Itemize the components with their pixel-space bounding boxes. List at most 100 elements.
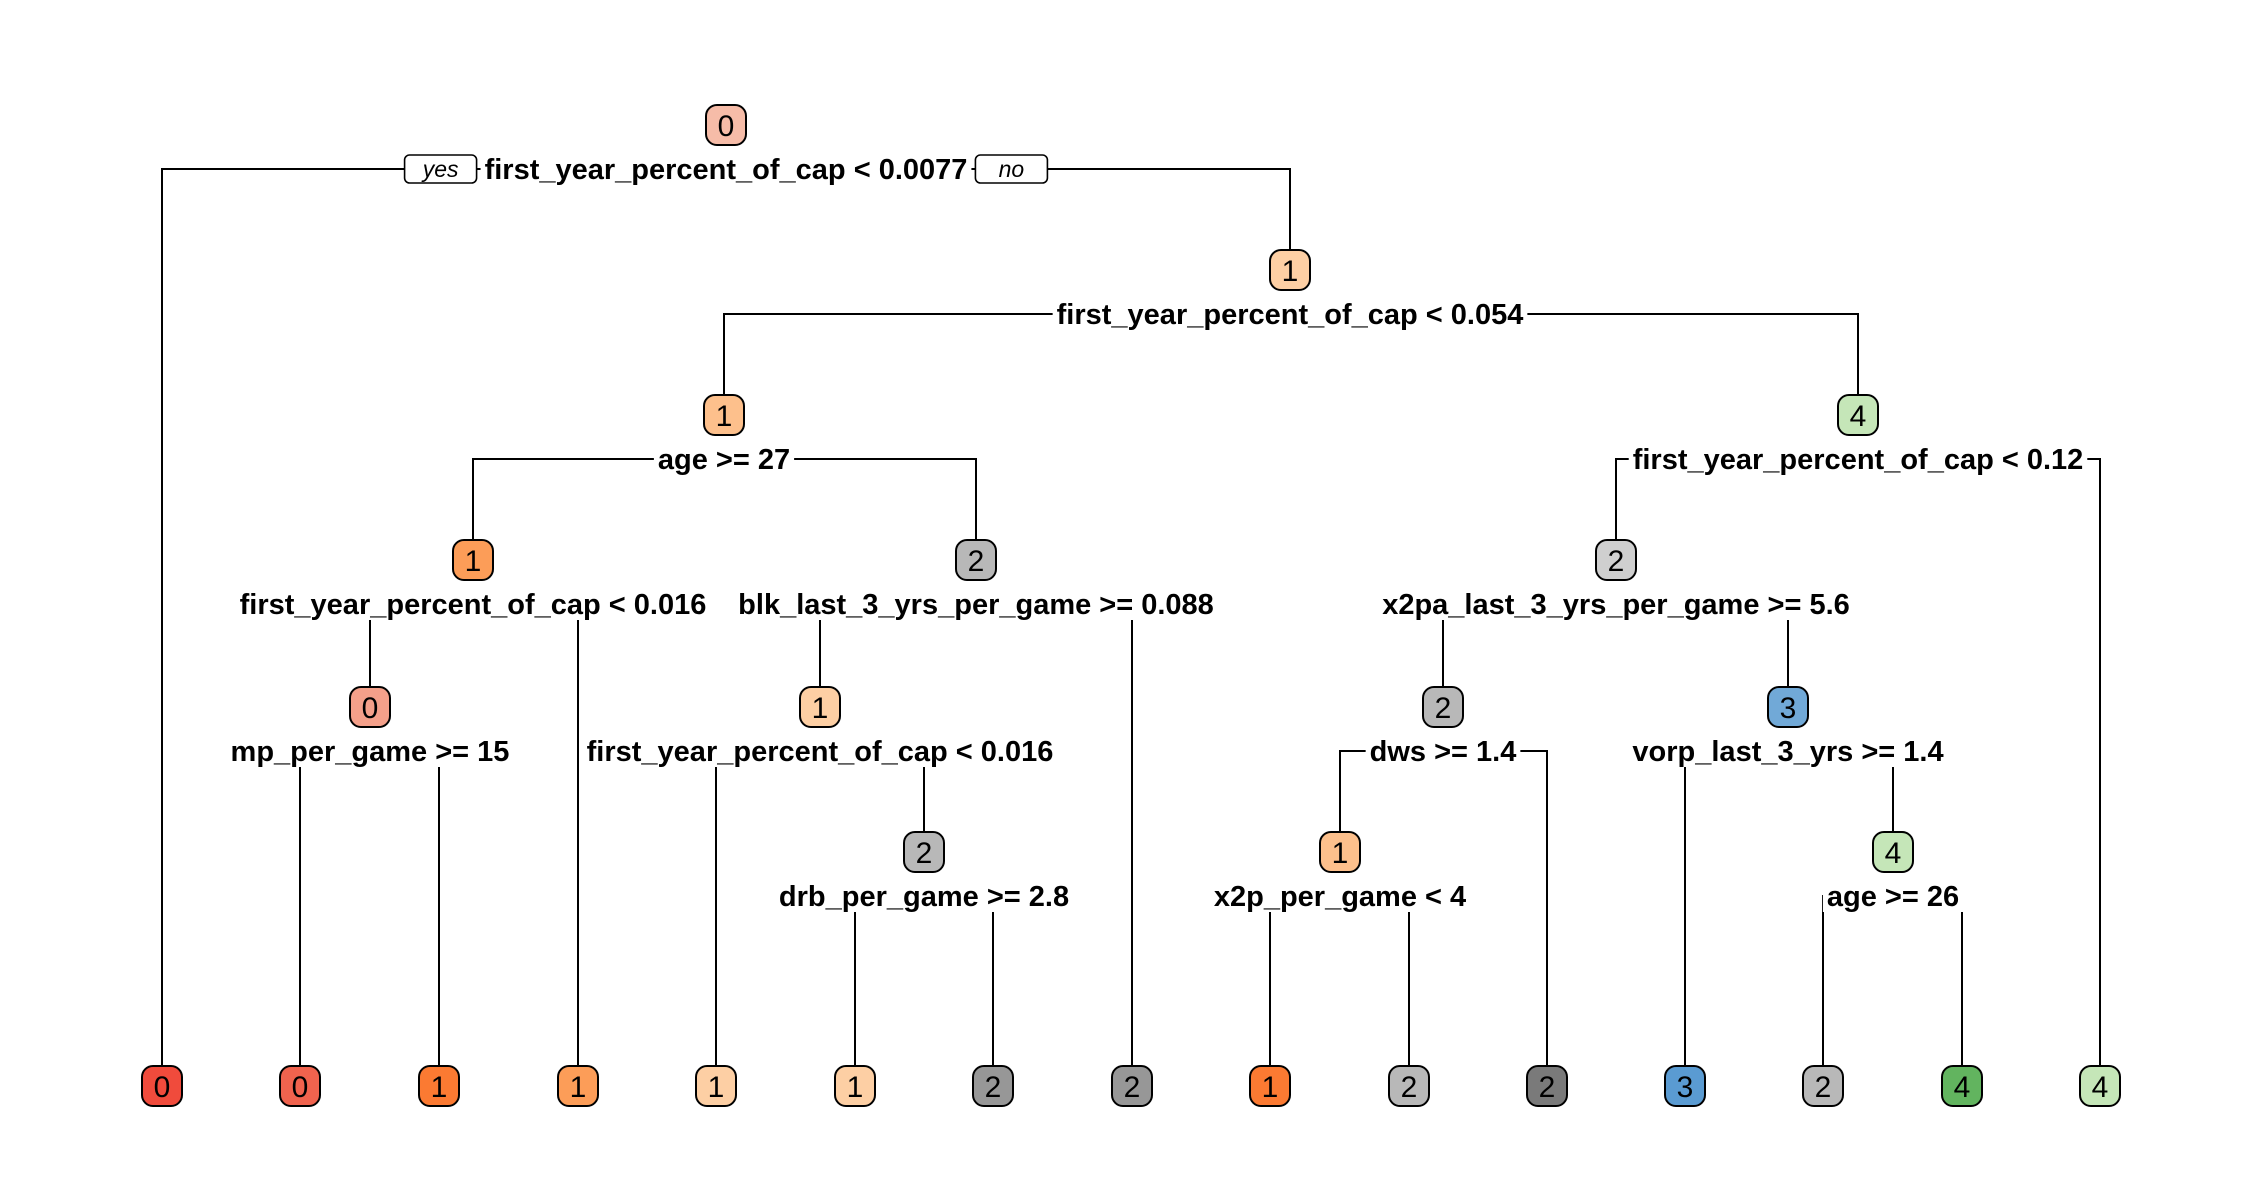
tree-node: 2 [903, 831, 945, 873]
split-label-background [226, 735, 514, 767]
node-class-label: 0 [718, 110, 735, 143]
node-box [141, 1065, 183, 1107]
node-box [279, 1065, 321, 1107]
edge-left [854, 895, 924, 1066]
node-box [1111, 1065, 1153, 1107]
yes-branch-label: yes [421, 156, 459, 182]
split-label-background [774, 880, 1074, 912]
node-class-label: 2 [1815, 1071, 1832, 1104]
tree-node: 2 [955, 539, 997, 581]
node-box [1249, 1065, 1291, 1107]
tree-node: 3 [1664, 1065, 1706, 1107]
tree-node: 2 [1802, 1065, 1844, 1107]
edge-left [1684, 750, 1788, 1066]
tree-node: 2 [972, 1065, 1014, 1107]
tree-node: 1 [557, 1065, 599, 1107]
split-label-background [480, 153, 972, 185]
edge-right [370, 750, 440, 1066]
node-box [1664, 1065, 1706, 1107]
tree-node: 2 [1526, 1065, 1568, 1107]
node-box [452, 539, 494, 581]
node-box [1941, 1065, 1983, 1107]
split-condition: drb_per_game >= 2.8 [779, 881, 1069, 913]
tree-node: 1 [1269, 249, 1311, 291]
node-class-label: 2 [1124, 1071, 1141, 1104]
split-condition: first_year_percent_of_cap < 0.054 [1057, 299, 1524, 331]
split-condition: dws >= 1.4 [1370, 736, 1517, 768]
node-class-label: 0 [292, 1071, 309, 1104]
node-box [1319, 831, 1361, 873]
split-label-background [1365, 735, 1521, 767]
tree-node: 2 [1111, 1065, 1153, 1107]
node-box [955, 539, 997, 581]
node-class-label: 1 [431, 1071, 448, 1104]
tree-node: 1 [418, 1065, 460, 1107]
split-label-background [235, 588, 711, 620]
split-condition: first_year_percent_of_cap < 0.016 [240, 589, 707, 621]
node-class-label: 1 [1262, 1071, 1279, 1104]
tree-node: 2 [1388, 1065, 1430, 1107]
node-class-label: 2 [1435, 692, 1452, 725]
node-box [2079, 1065, 2121, 1107]
node-box [695, 1065, 737, 1107]
node-class-label: 1 [812, 692, 829, 725]
node-class-label: 2 [1608, 545, 1625, 578]
node-class-label: 1 [1282, 255, 1299, 288]
edge-right [724, 458, 977, 540]
split-label-background [1628, 735, 1948, 767]
tree-node: 2 [1595, 539, 1637, 581]
node-box [1526, 1065, 1568, 1107]
node-class-label: 3 [1677, 1071, 1694, 1104]
node-box [1802, 1065, 1844, 1107]
node-class-label: 4 [2092, 1071, 2109, 1104]
node-class-label: 3 [1780, 692, 1797, 725]
node-class-label: 4 [1954, 1071, 1971, 1104]
node-class-label: 2 [968, 545, 985, 578]
node-box [557, 1065, 599, 1107]
split-label-background [1628, 443, 2088, 475]
tree-node: 1 [1249, 1065, 1291, 1107]
split-label-background [734, 588, 1218, 620]
split-condition: vorp_last_3_yrs >= 1.4 [1632, 736, 1943, 768]
node-box [1837, 394, 1879, 436]
edge-left [472, 458, 724, 540]
edge-right [1893, 895, 1963, 1066]
node-box [418, 1065, 460, 1107]
node-box [349, 686, 391, 728]
tree-node: 1 [1319, 831, 1361, 873]
split-condition: x2pa_last_3_yrs_per_game >= 5.6 [1382, 589, 1850, 621]
tree-node: 4 [1872, 831, 1914, 873]
node-class-label: 1 [570, 1071, 587, 1104]
node-class-label: 2 [1539, 1071, 1556, 1104]
node-box [1422, 686, 1464, 728]
edge-left [1269, 895, 1340, 1066]
node-box [703, 394, 745, 436]
node-class-label: 0 [362, 692, 379, 725]
node-box [1388, 1065, 1430, 1107]
split-condition: x2p_per_game < 4 [1214, 881, 1466, 913]
node-class-label: 1 [847, 1071, 864, 1104]
yes-branch-box [403, 154, 478, 184]
node-box [1269, 249, 1311, 291]
split-label-background [1052, 298, 1528, 330]
edge-right [924, 895, 994, 1066]
tree-node: 1 [695, 1065, 737, 1107]
tree-node: 3 [1767, 686, 1809, 728]
node-box [1767, 686, 1809, 728]
tree-node: 4 [1837, 394, 1879, 436]
node-class-label: 1 [465, 545, 482, 578]
split-label-background [582, 735, 1058, 767]
tree-node: 0 [705, 104, 747, 146]
node-box [972, 1065, 1014, 1107]
node-class-label: 2 [1401, 1071, 1418, 1104]
tree-node: 2 [1422, 686, 1464, 728]
node-class-label: 4 [1885, 837, 1902, 870]
tree-node: 1 [703, 394, 745, 436]
tree-node: 1 [799, 686, 841, 728]
split-label-background [1822, 880, 1964, 912]
edge-left [1822, 895, 1893, 1066]
edge-right [473, 603, 579, 1066]
node-box [1595, 539, 1637, 581]
